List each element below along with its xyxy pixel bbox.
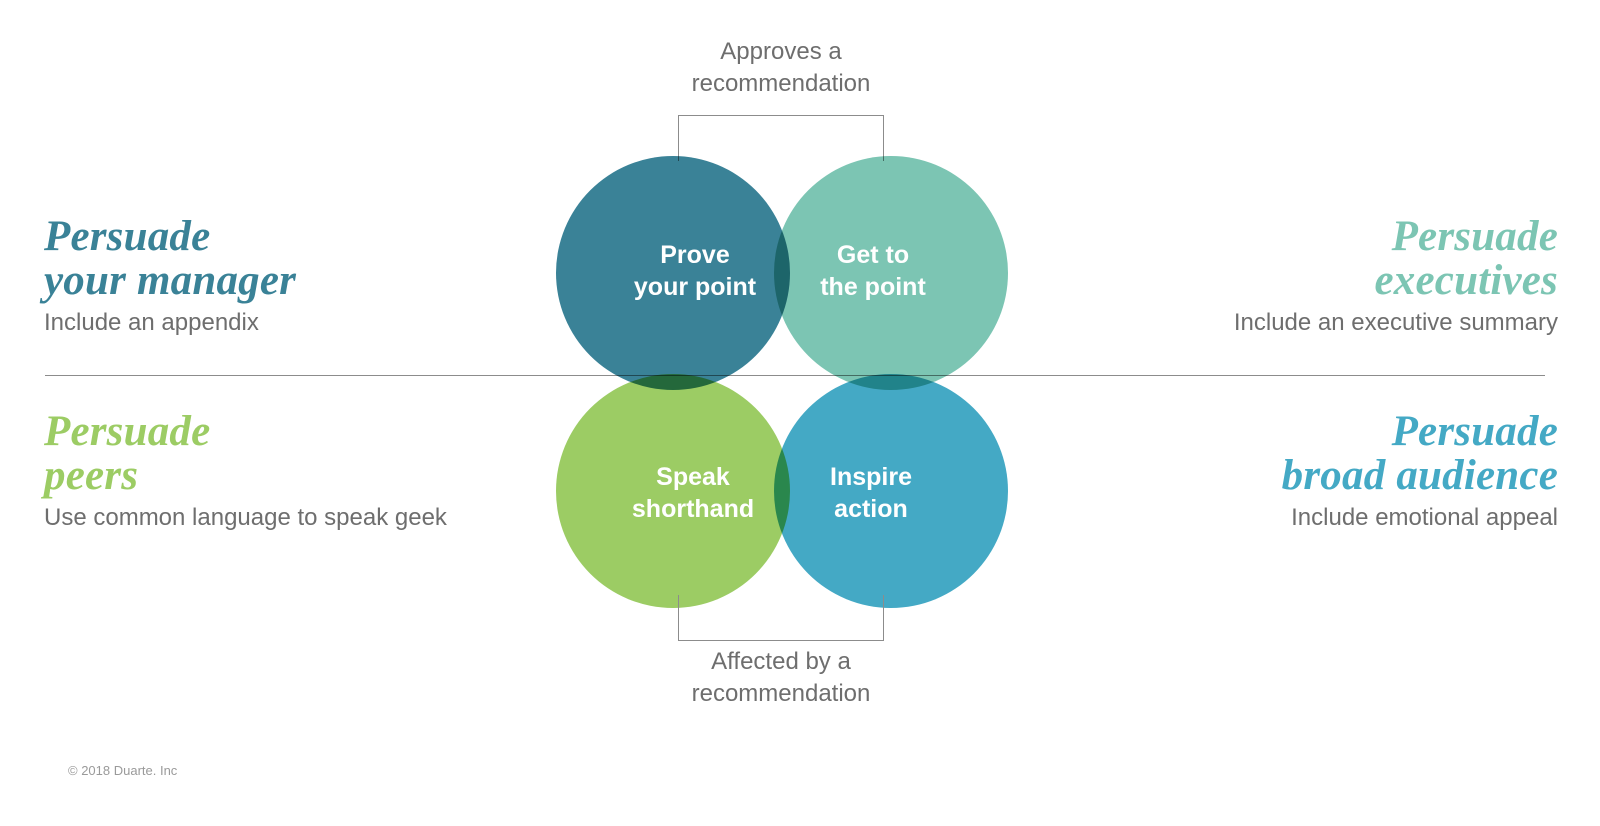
quadrant-persuade-peers: Persuade peers Use common language to sp… <box>44 410 604 533</box>
circle-speak-shorthand-label: Speak shorthand <box>631 463 755 523</box>
quadrant-peers-heading: Persuade peers <box>44 410 604 498</box>
circle-get-to-the-point[interactable]: Get to the point <box>774 156 1008 390</box>
quadrant-persuade-broad-audience: Persuade broad audience Include emotiona… <box>998 410 1558 533</box>
quadrant-manager-heading: Persuade your manager <box>44 215 604 303</box>
copyright-notice: © 2018 Duarte. Inc <box>68 763 178 778</box>
quadrant-peers-subtitle: Use common language to speak geek <box>44 503 447 531</box>
quadrant-executives-heading-line2: executives <box>1374 256 1558 304</box>
venn-diagram: Prove your point Get to the point Speak … <box>556 156 1008 608</box>
quadrant-broad-audience-heading-line2: broad audience <box>1281 451 1558 499</box>
circle-inspire-action-label: Inspire action <box>830 463 912 523</box>
quadrant-broad-audience-heading-line1: Persuade <box>1391 408 1558 455</box>
quadrant-persuade-executives: Persuade executives Include an executive… <box>998 215 1558 338</box>
annotation-top: Approves a recommendation <box>691 38 871 97</box>
quadrant-persuade-your-manager: Persuade your manager Include an appendi… <box>44 215 604 338</box>
bracket-top-icon <box>678 115 884 161</box>
quadrant-manager-heading-line2: your manager <box>44 256 297 304</box>
quadrant-executives-heading: Persuade executives <box>998 215 1558 303</box>
quadrant-manager-heading-line1: Persuade <box>44 213 211 260</box>
circle-get-to-the-point-label: Get to the point <box>820 241 926 301</box>
quadrant-manager-subtitle: Include an appendix <box>44 308 259 336</box>
quadrant-executives-subtitle: Include an executive summary <box>1233 308 1558 336</box>
horizontal-divider <box>45 375 1545 376</box>
quadrant-peers-heading-line1: Persuade <box>44 408 211 455</box>
quadrant-peers-heading-line2: peers <box>44 451 139 499</box>
circle-inspire-action[interactable]: Inspire action <box>774 374 1008 608</box>
circle-prove-your-point-label: Prove your point <box>633 241 757 301</box>
circle-prove-your-point[interactable]: Prove your point <box>556 156 790 390</box>
bracket-bottom-icon <box>678 595 884 641</box>
quadrant-broad-audience-heading: Persuade broad audience <box>998 410 1558 498</box>
annotation-bottom: Affected by a recommendation <box>691 648 871 707</box>
quadrant-executives-heading-line1: Persuade <box>1391 213 1558 260</box>
quadrant-broad-audience-subtitle: Include emotional appeal <box>1291 503 1558 531</box>
circle-speak-shorthand[interactable]: Speak shorthand <box>556 374 790 608</box>
